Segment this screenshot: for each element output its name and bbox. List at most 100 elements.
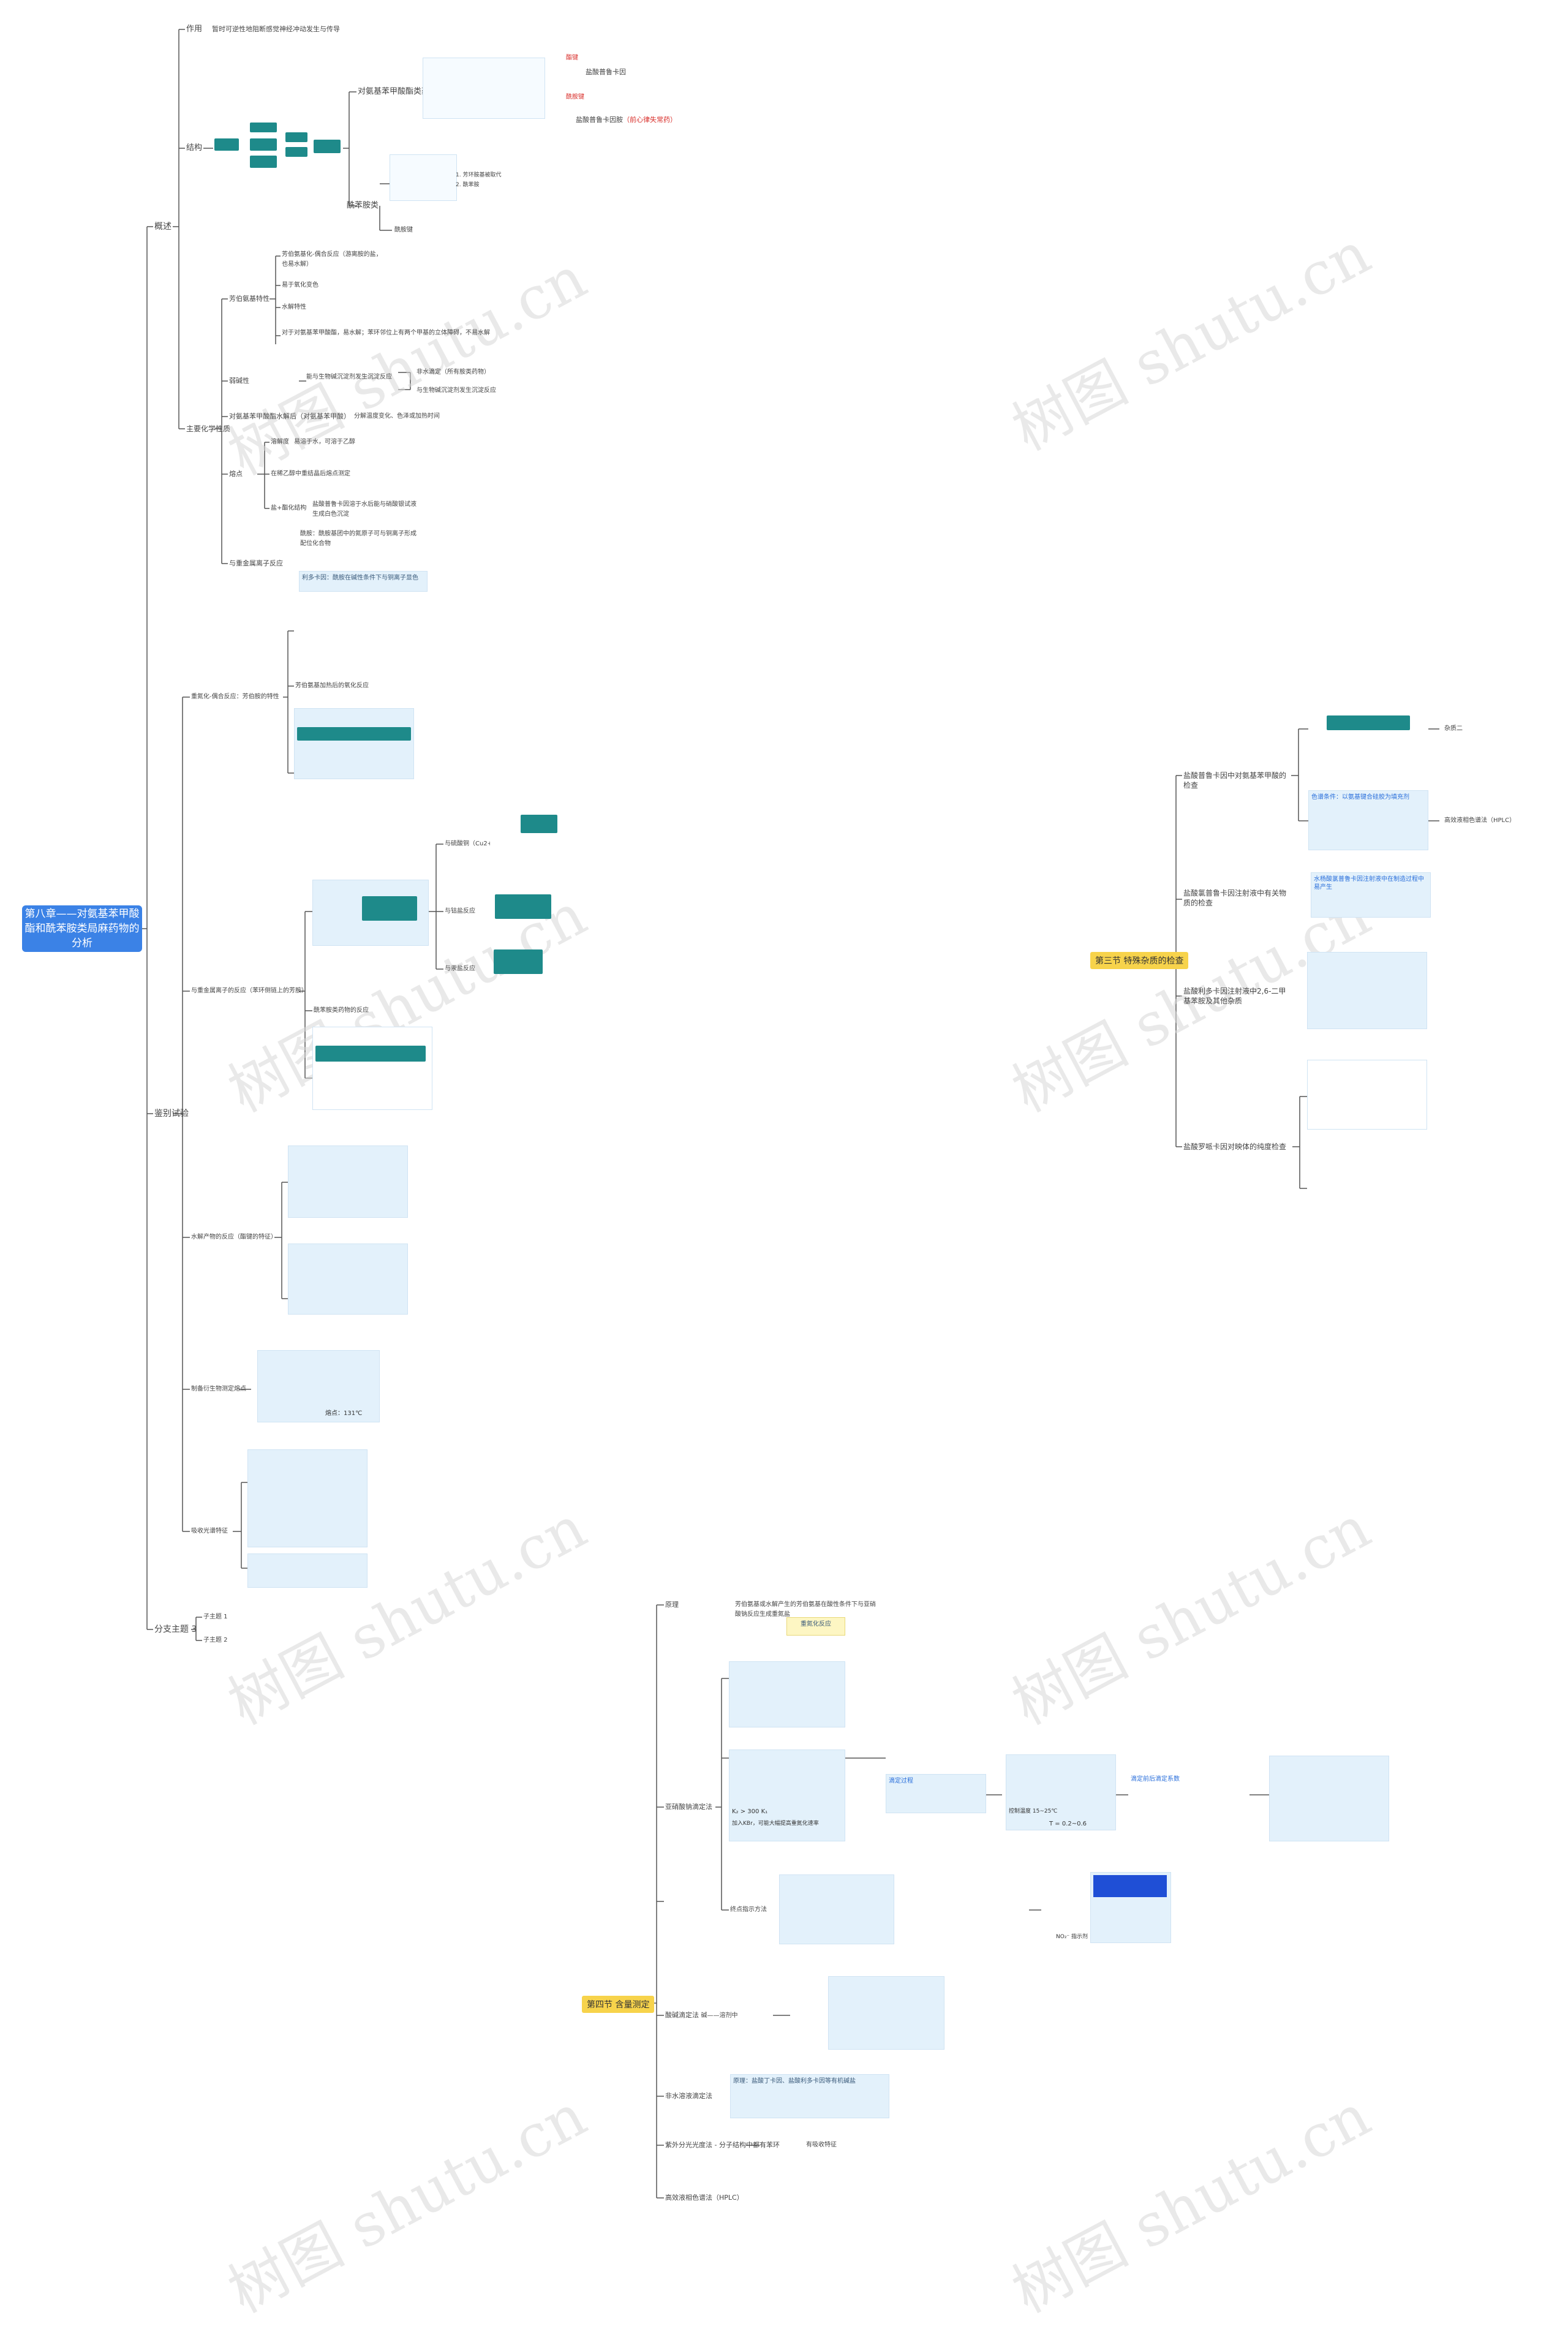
ident-metal[interactable]: 与重金属离子的反应（苯环侧链上的芳胺）	[191, 987, 307, 994]
prop-oxid: 易于氧化变色	[282, 282, 318, 289]
prop-complex-desc: 酰胺：酰胺基团中的氮原子可与铜离子形成配位化合物	[300, 530, 417, 547]
assay-endpoint[interactable]: 终点指示方法	[730, 1906, 767, 1913]
prop-diazo: 芳伯氨基化-偶合反应（游离胺的盐，也易水解）	[282, 251, 382, 268]
assay-endpoint-detail	[1269, 1756, 1389, 1841]
prop-melt-desc: 在稀乙醇中重结晶后熔点测定	[271, 470, 350, 477]
assay-hplc[interactable]: 高效液相色谱法（HPLC）	[665, 2194, 744, 2202]
section-special-check[interactable]: 第三节 特殊杂质的检查	[1090, 952, 1189, 969]
assay-principle-structure	[757, 1569, 812, 1596]
structure-diagram	[250, 138, 277, 151]
overview-props[interactable]: 主要化学性质	[186, 425, 231, 433]
section-assay[interactable]: 第四节 含量测定	[582, 1996, 655, 2013]
ident-co-image	[495, 894, 551, 919]
structure-diagram	[285, 132, 307, 142]
special-s2-box: 水杨酸氯普鲁卡因注射液中在制造过程中易产生	[1311, 872, 1431, 918]
special-s2-text: 水杨酸氯普鲁卡因注射液中在制造过程中易产生	[1314, 876, 1424, 891]
special-s4-text	[1307, 1152, 1427, 1225]
assay-nonaq-box: 原理：盐酸丁卡因、盐酸利多卡因等有机碱盐	[730, 2074, 889, 2118]
assay-nitrite[interactable]: 亚硝酸钠滴定法	[665, 1803, 712, 1811]
ident-n-acyl: 酰苯胺类药物的反应	[314, 1007, 369, 1014]
connector-lines	[142, 29, 1439, 2199]
prop-base-titr: 非水滴定（所有胺类药物）	[417, 369, 490, 376]
assay-acid[interactable]: 酸碱滴定法 碱——溶剂中	[665, 2011, 738, 2019]
assay-nitrite-box-2: K₂ > 300 K₁ 加入KBr，可能大幅提高重氮化速率	[729, 1750, 845, 1841]
special-s4[interactable]: 盐酸罗哌卡因对映体的纯度检查	[1183, 1142, 1287, 1151]
structure-diagram	[285, 147, 307, 157]
special-s3[interactable]: 盐酸利多卡因注射液中2,6-二甲基苯胺及其他杂质	[1183, 987, 1286, 1005]
anilide-note-1: 1. 芳环胺基被取代	[456, 172, 502, 178]
special-s1-structure	[1308, 691, 1428, 758]
piece-1[interactable]: 子主题 1	[203, 1614, 228, 1620]
branch-overview[interactable]: 概述	[154, 222, 172, 232]
branch-identification[interactable]: 鉴别试验	[154, 1109, 189, 1119]
assay-key-label: 滴定前后滴定系数	[1131, 1776, 1180, 1783]
prop-base[interactable]: 弱碱性	[229, 377, 249, 385]
prop-ir[interactable]: 对氨基苯甲酸酯水解后（对氨基苯甲酸）	[229, 412, 350, 420]
amide-bond-label: 酰胺键	[566, 94, 584, 100]
assay-acid-box	[828, 1976, 944, 2050]
root-topic[interactable]: 第八章——对氨基苯甲酸酯和酰苯胺类局麻药物的分析	[22, 905, 142, 952]
overview-action[interactable]: 作用	[186, 25, 203, 34]
ident-hg-image	[494, 949, 543, 974]
special-s1-cond: 色谱条件：以氨基键合硅胶为填充剂	[1311, 794, 1409, 801]
ident-hydro-box-1	[288, 1146, 408, 1218]
ident-diazo-detail	[294, 708, 414, 779]
assay-key: 滴定前后滴定系数	[1128, 1773, 1250, 1822]
ident-diazo[interactable]: 重氮化-偶合反应：芳伯胺的特性	[191, 693, 279, 700]
structure-diagram	[250, 123, 277, 132]
ident-esterify[interactable]: 制备衍生物测定熔点	[191, 1386, 246, 1392]
assay-nonaq[interactable]: 非水溶液滴定法	[665, 2092, 712, 2100]
ident-hg-formula	[549, 948, 608, 975]
special-s2[interactable]: 盐酸氯普鲁卡因注射液中有关物质的检查	[1183, 889, 1287, 907]
pab-formula: 酯键	[564, 51, 674, 76]
ident-hg[interactable]: 与汞盐反应	[445, 965, 475, 972]
assay-fast-box: 控制温度 15~25℃ T = 0.2~0.6	[1006, 1754, 1116, 1830]
assay-principle-desc: 芳伯氨基或水解产生的芳伯氨基在酸性条件下与亚硝酸钠反应生成重氮盐	[735, 1601, 876, 1618]
assay-uv-arrow: 有吸收特征	[806, 2142, 837, 2148]
structure-pab[interactable]: 对氨基苯甲酸酯类药物	[358, 87, 438, 96]
ester-bond-label: 酯键	[566, 55, 578, 61]
assay-endpoint-text	[900, 1878, 1029, 1939]
procainamide-formula: 酰胺键	[564, 91, 674, 115]
structure-anilide[interactable]: 酰苯胺类	[347, 201, 379, 210]
ident-diazo-box: 芳伯氨基加热后的氧化反应	[295, 682, 369, 689]
ident-hydro[interactable]: 水解产物的反应（酯键的特征）	[191, 1234, 277, 1240]
ident-co[interactable]: 与钴盐反应	[445, 908, 475, 915]
assay-nonaq-desc: 原理：盐酸丁卡因、盐酸利多卡因等有机碱盐	[733, 2078, 856, 2085]
assay-hplc-box	[760, 2167, 882, 2226]
assay-titr-flow: 滴定过程	[886, 1774, 986, 1813]
assay-fast: 控制温度 15~25℃	[1009, 1808, 1058, 1814]
overview-structure[interactable]: 结构	[186, 143, 203, 153]
special-s1-hplc: 色谱条件：以氨基键合硅胶为填充剂	[1308, 790, 1428, 850]
ident-metal-image	[312, 880, 429, 946]
special-s3-box	[1307, 952, 1427, 1029]
ident-hydro-box-2	[288, 1244, 408, 1315]
structure-diagram	[250, 156, 277, 168]
assay-nitrite-box-1	[729, 1661, 845, 1727]
branch-pieces[interactable]: 分支主题 3	[154, 1625, 197, 1634]
special-s4-spectrum	[1307, 1060, 1427, 1130]
special-s1[interactable]: 盐酸普鲁卡因中对氨基苯甲酸的检查	[1183, 771, 1287, 790]
assay-ka: K₂ > 300 K₁	[732, 1808, 768, 1815]
prop-melt-group[interactable]: 熔点	[229, 470, 243, 478]
assay-titr-flow-label: 滴定过程	[889, 1778, 913, 1784]
prop-complex[interactable]: 与重金属离子反应	[229, 559, 283, 567]
anilide-structure-image	[390, 154, 457, 201]
prop-arom-amine[interactable]: 芳伯氨基特性	[229, 295, 270, 303]
ident-cu[interactable]: 与硫酸铜（Cu2+）的反应	[445, 840, 518, 847]
ident-esterify-box: 熔点：131℃	[257, 1350, 380, 1422]
prop-base-desc: 能与生物碱沉淀剂发生沉淀反应	[306, 374, 392, 380]
special-s1-sub: 杂质二	[1444, 725, 1463, 732]
assay-add-kbr: 加入KBr，可能大幅提高重氮化速率	[732, 1821, 819, 1827]
ident-n-acyl-image	[312, 1027, 432, 1110]
ident-ir-box-1	[247, 1449, 368, 1547]
assay-principle[interactable]: 原理	[665, 1601, 679, 1609]
ident-diazo-formula	[294, 619, 410, 662]
assay-electrode: NO₂⁻ 指示剂	[1054, 1872, 1090, 1946]
special-s1-sub2: 高效液相色谱法（HPLC）	[1444, 817, 1516, 824]
pab-structure-image	[423, 58, 545, 119]
assay-endpoint-box	[779, 1874, 894, 1944]
assay-uv[interactable]: 紫外分光光度法 - 分子结构中都有苯环	[665, 2141, 780, 2149]
ident-ir-spec[interactable]: 吸收光谱特征	[191, 1528, 228, 1534]
piece-2[interactable]: 子主题 2	[203, 1637, 228, 1644]
